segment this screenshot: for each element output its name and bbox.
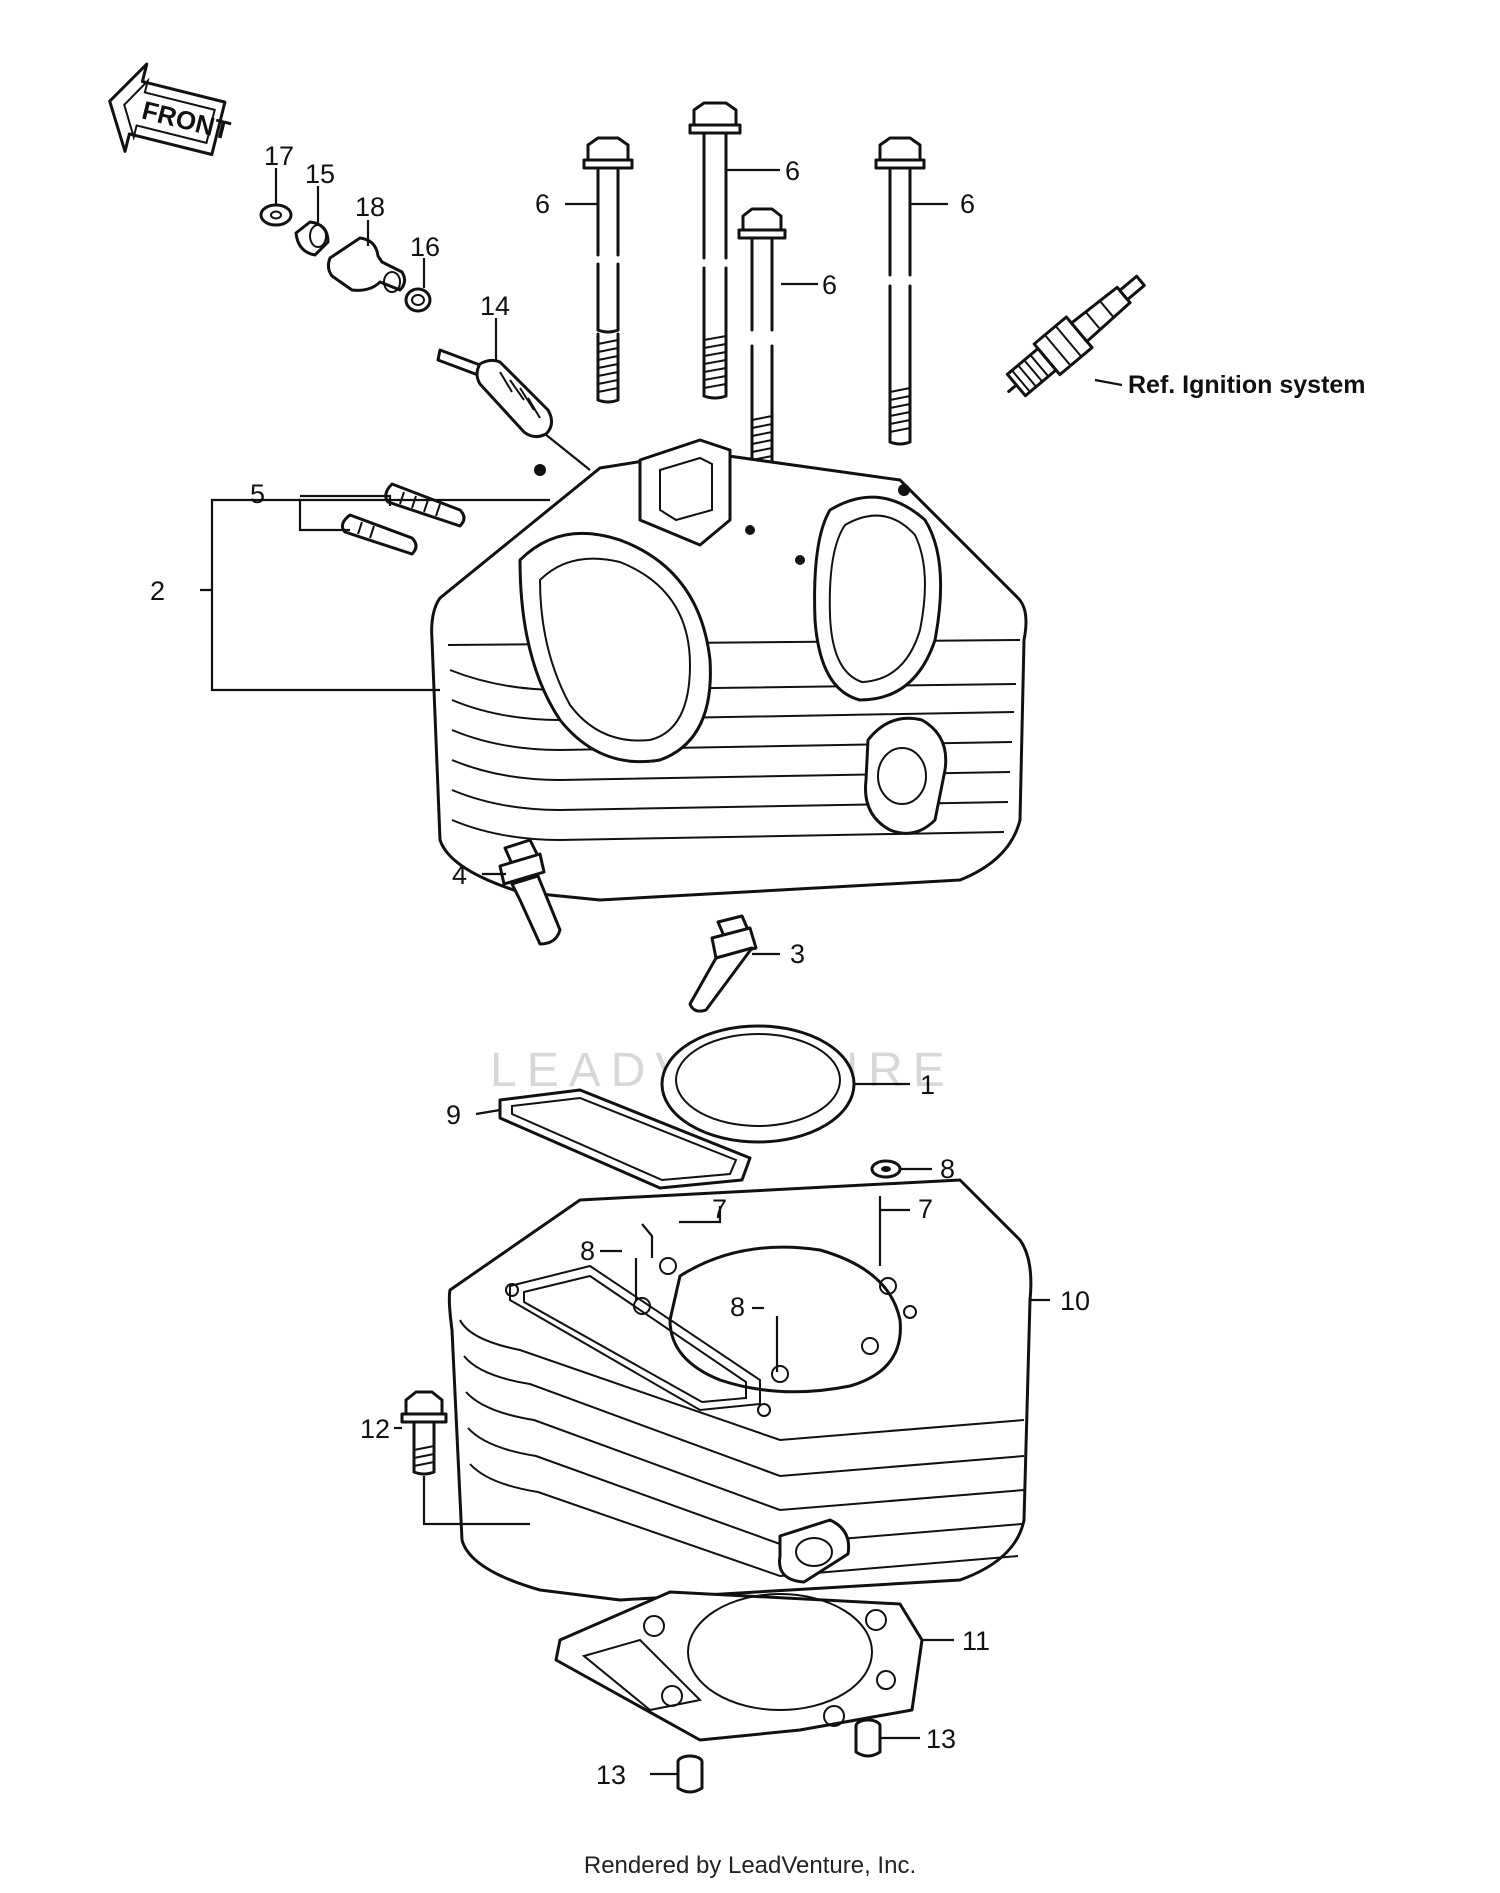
callout-15: 15 [305,159,335,189]
cylinder-head-bolt-3 [737,207,787,474]
callout-6-c: 6 [822,270,837,300]
dowel-pin-13-right [854,1718,882,1758]
dowel-pin-13-left [676,1754,704,1794]
spark-plug [1005,274,1146,398]
callout-6-a: 6 [535,189,550,219]
callout-14: 14 [480,291,510,321]
callout-3: 3 [790,939,805,969]
callout-13-b: 13 [596,1760,626,1790]
front-arrow-icon: FRONT [108,62,233,157]
callout-18: 18 [355,192,385,222]
callout-7-a: 7 [712,1194,727,1224]
cylinder-block [447,1178,1033,1602]
cylinder-head-bolt-1 [582,136,634,404]
cylinder-head [430,438,1028,902]
reference-note: Ref. Ignition system [1128,371,1366,399]
gasket-9 [498,1088,752,1190]
pipe-4 [498,838,562,946]
callout-8-c: 8 [730,1292,745,1322]
callout-6-b: 6 [785,156,800,186]
bushing-18 [326,236,407,293]
callout-17: 17 [264,141,294,171]
callout-1: 1 [920,1070,935,1100]
cylinder-head-bolt-2 [688,101,742,400]
tachometer-gear-14 [436,348,553,439]
callout-12: 12 [360,1414,390,1444]
base-gasket-11 [554,1590,924,1742]
bolt-12 [400,1390,448,1476]
footer-credit: Rendered by LeadVenture, Inc. [583,1852,917,1879]
cylinder-head-bolt-4 [874,136,926,446]
callout-labels: 17 15 18 16 14 5 2 6 6 6 6 4 3 1 9 8 7 7… [150,141,1090,1790]
leader-lines [200,168,1050,1776]
callout-7-b: 7 [918,1194,933,1224]
callout-11: 11 [962,1626,990,1656]
callout-13-a: 13 [926,1724,956,1754]
pipe-3 [688,914,758,1013]
seal-15 [294,220,330,257]
callout-2: 2 [150,576,165,606]
callout-8-b: 8 [580,1236,595,1266]
callout-9: 9 [446,1100,461,1130]
callout-16: 16 [410,232,440,262]
o-ring-16 [404,287,432,313]
washer-8-top [870,1159,902,1179]
stud-5-upper [384,482,466,528]
washer-17 [259,203,293,227]
callout-4: 4 [452,860,467,890]
o-ring-1 [660,1024,856,1144]
callout-5: 5 [250,479,265,509]
callout-8-a: 8 [940,1154,955,1184]
callout-10: 10 [1060,1286,1090,1316]
stud-5-lower [340,513,418,556]
callout-6-d: 6 [960,189,975,219]
